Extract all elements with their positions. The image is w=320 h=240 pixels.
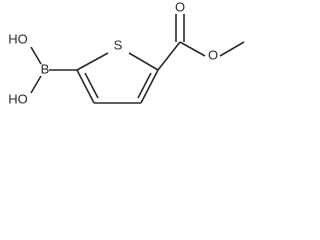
hydroxyl-bottom-label: HO: [8, 91, 28, 106]
bond-c5-carbonyl-carbon: [157, 41, 181, 71]
bond-s1-c5: [128, 52, 159, 71]
bond-carbonyl-ester-oxygen: [179, 41, 206, 57]
bond-c2-s1: [76, 52, 109, 71]
boron-atom-label: B: [41, 61, 50, 76]
bond-c5-c4: [140, 69, 159, 104]
carbonyl-oxygen-label: O: [175, 0, 185, 14]
chemical-structure: B HO HO S O O: [8, 0, 245, 106]
ester-oxygen-label: O: [208, 47, 218, 62]
bond-ester-oxygen-methyl: [219, 41, 245, 57]
bond-b-oh-top: [30, 46, 42, 65]
sulfur-atom-label: S: [114, 37, 123, 52]
hydroxyl-top-label: HO: [8, 31, 28, 46]
bond-c3-c2-inner: [84, 72, 99, 99]
bond-b-oh-bottom: [30, 75, 42, 94]
bond-c4-c4-inner: [137, 72, 152, 99]
bond-c3-c2: [76, 69, 95, 104]
